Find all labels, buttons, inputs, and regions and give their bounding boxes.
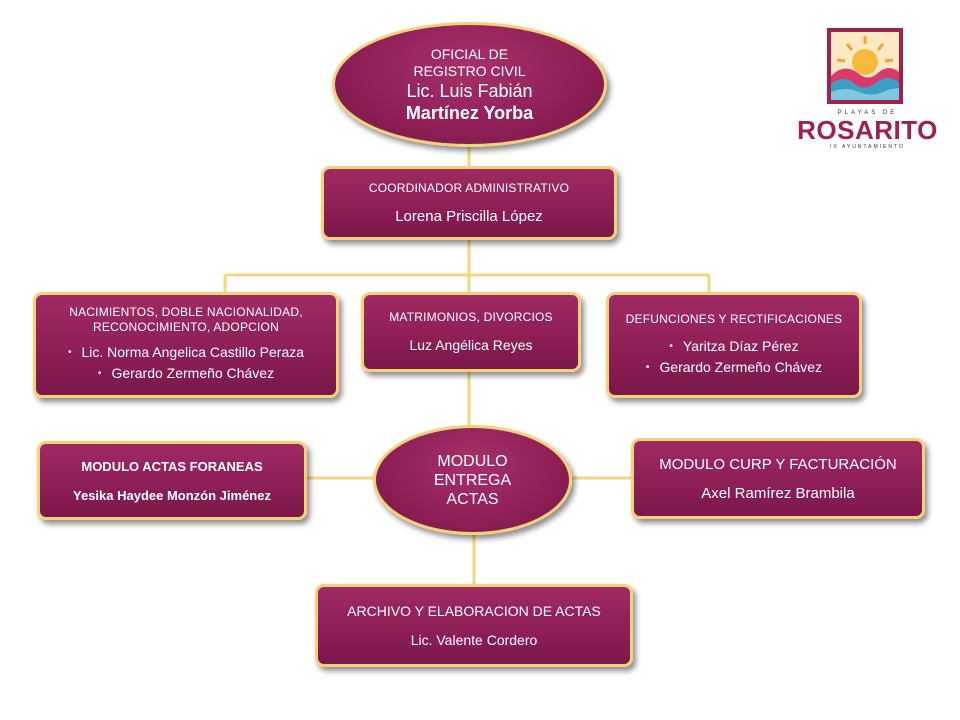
modulo-entrega-line3: ACTAS	[446, 490, 499, 508]
archivo-title: ARCHIVO Y ELABORACION DE ACTAS	[347, 602, 601, 619]
foraneas-name: Yesika Haydee Monzón Jiménez	[73, 487, 271, 503]
defunciones-people-list: Yaritza Díaz Pérez Gerardo Zermeño Cháve…	[646, 337, 822, 379]
coordinador-title: COORDINADOR ADMINISTRATIVO	[368, 181, 570, 195]
coordinador-administrativo-node: COORDINADOR ADMINISTRATIVO Lorena Prisci…	[321, 166, 617, 240]
coordinador-name: Lorena Priscilla López	[395, 208, 543, 225]
defunciones-title: DEFUNCIONES Y RECTIFICACIONES	[625, 311, 843, 326]
modulo-actas-foraneas-node: MODULO ACTAS FORANEAS Yesika Haydee Monz…	[37, 441, 307, 520]
defunciones-person: Gerardo Zermeño Chávez	[646, 358, 822, 379]
oficial-registro-civil-node: OFICIAL DE REGISTRO CIVIL Lic. Luis Fabi…	[332, 22, 607, 147]
nacimientos-people-list: Lic. Norma Angelica Castillo Peraza Gera…	[68, 343, 304, 385]
defunciones-person: Yaritza Díaz Pérez	[646, 337, 822, 358]
curp-name: Axel Ramírez Brambila	[701, 484, 855, 502]
oficial-title-line2: REGISTRO CIVIL	[413, 62, 526, 79]
archivo-elaboracion-actas-node: ARCHIVO Y ELABORACION DE ACTAS Lic. Vale…	[315, 584, 633, 667]
archivo-name: Lic. Valente Cordero	[410, 631, 538, 648]
defunciones-node: DEFUNCIONES Y RECTIFICACIONES Yaritza Dí…	[606, 292, 862, 398]
logo-emblem-icon	[827, 28, 903, 104]
logo-bottom-text: IX AYUNTAMIENTO	[830, 144, 905, 150]
nacimientos-title-line2: RECONOCIMIENTO, ADOPCION	[93, 320, 279, 334]
nacimientos-person: Gerardo Zermeño Chávez	[68, 364, 304, 385]
foraneas-title: MODULO ACTAS FORANEAS	[81, 458, 263, 474]
logo-name-text: ROSARITO	[797, 115, 938, 145]
matrimonios-name: Luz Angélica Reyes	[409, 337, 533, 353]
oficial-name-line1: Lic. Luis Fabián	[406, 80, 533, 101]
nacimientos-person: Lic. Norma Angelica Castillo Peraza	[68, 343, 304, 364]
curp-title: MODULO CURP Y FACTURACIÓN	[659, 455, 897, 473]
oficial-name-line2: Martínez Yorba	[405, 102, 534, 123]
oficial-title-line1: OFICIAL DE	[430, 45, 509, 62]
playas-de-rosarito-logo: PLAYAS DE ROSARITO IX AYUNTAMIENTO	[795, 20, 940, 150]
modulo-entrega-line2: ENTREGA	[433, 471, 512, 489]
modulo-entrega-line1: MODULO	[437, 452, 508, 470]
nacimientos-title-line1: NACIMIENTOS, DOBLE NACIONALIDAD,	[69, 305, 303, 319]
modulo-curp-facturacion-node: MODULO CURP Y FACTURACIÓN Axel Ramírez B…	[631, 438, 925, 519]
matrimonios-node: MATRIMONIOS, DIVORCIOS Luz Angélica Reye…	[361, 292, 581, 372]
logo-top-text: PLAYAS DE	[837, 110, 898, 116]
nacimientos-node: NACIMIENTOS, DOBLE NACIONALIDAD, RECONOC…	[33, 292, 339, 398]
matrimonios-title: MATRIMONIOS, DIVORCIOS	[389, 310, 553, 324]
modulo-entrega-actas-node: MODULO ENTREGA ACTAS	[373, 425, 572, 535]
